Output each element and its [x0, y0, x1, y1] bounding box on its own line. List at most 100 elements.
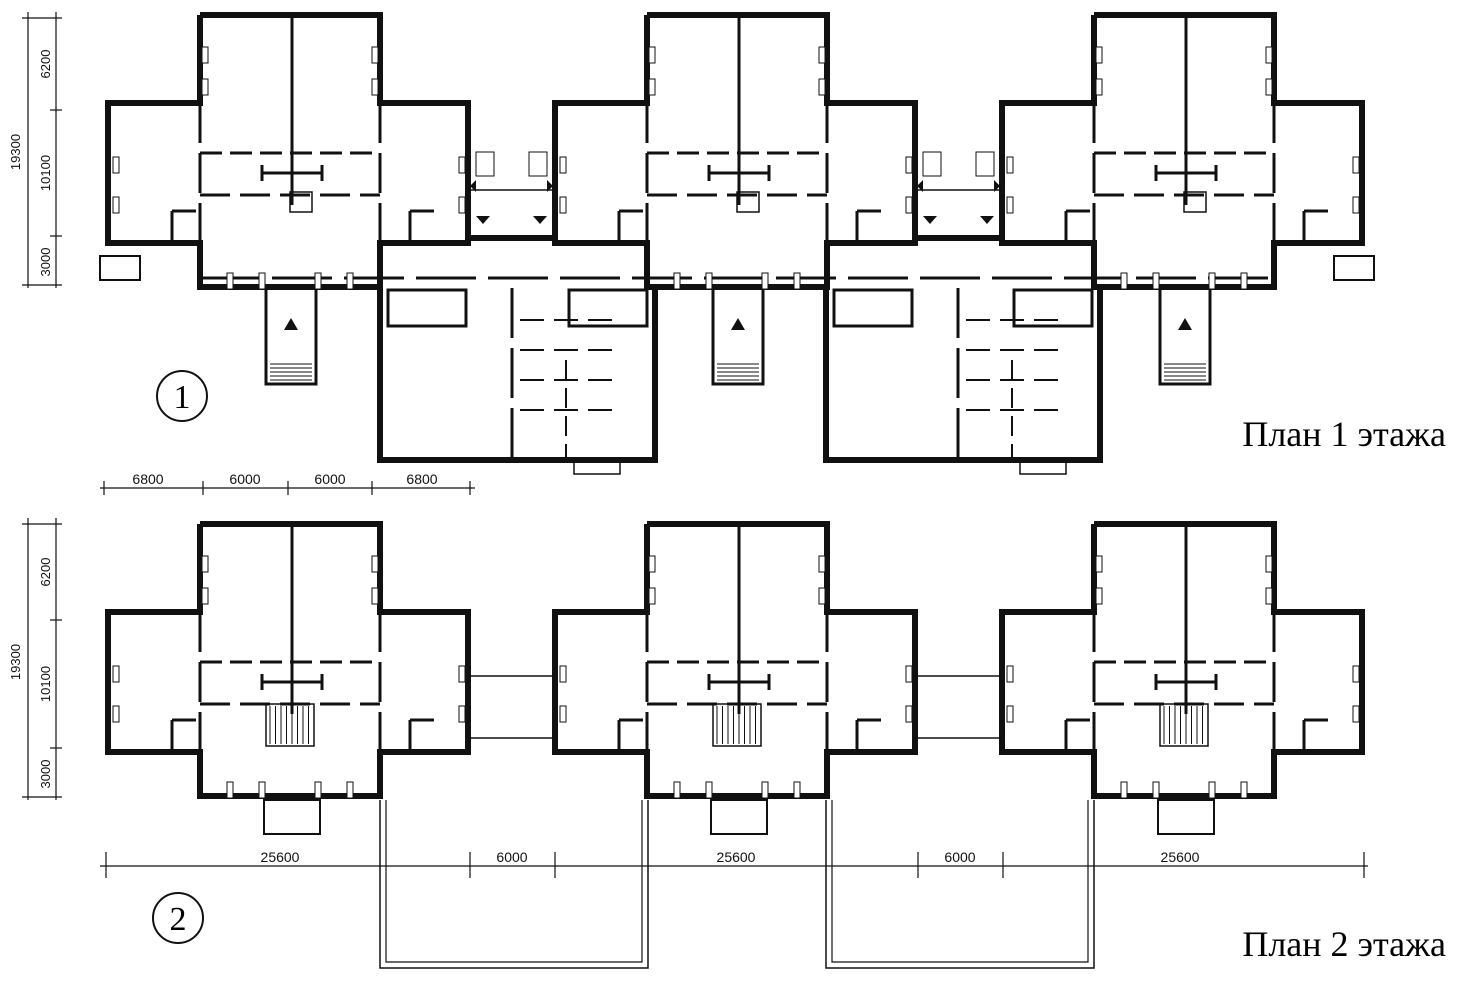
end-steps-right	[1333, 255, 1375, 281]
plan-2-hdim-5: 25600	[1161, 849, 1200, 865]
block-outline-wall	[105, 521, 471, 799]
plan-1-hdim-3: 6000	[314, 471, 345, 487]
plan-2-horizontal-dimension	[100, 852, 1368, 878]
window-mark	[201, 587, 209, 605]
plan-1-vertical-dimension	[22, 12, 62, 288]
service-steps	[1019, 459, 1067, 475]
window-mark	[226, 272, 234, 290]
entrance-porch	[711, 286, 765, 386]
window-mark	[673, 272, 681, 290]
plan-2-vertical-dimension	[22, 518, 62, 800]
window-mark	[648, 587, 656, 605]
window-mark	[905, 196, 913, 214]
plan-2-marker-number: 2	[170, 901, 187, 938]
walkway-inner	[385, 800, 643, 963]
plan-1-floor: 19300 6200 10100 3000 6800 6000 6000 680…	[8, 12, 1446, 495]
plan-1-partitions	[99, 15, 1375, 460]
service-wing-outline	[823, 288, 1103, 463]
plan-1-hdim-4: 6800	[406, 471, 437, 487]
window-mark	[1208, 272, 1216, 290]
window-mark	[705, 272, 713, 290]
plan-2-floor: 19300 6200 10100 3000 25600 6000 25600 6…	[8, 518, 1446, 969]
plan-1-horizontal-dimension	[100, 481, 475, 495]
plan-1-dim-total: 19300	[8, 134, 23, 170]
window-mark	[1265, 587, 1273, 605]
window-mark	[761, 781, 769, 799]
window-mark	[818, 555, 826, 573]
block-outline-wall	[999, 12, 1365, 290]
walkway-outer	[379, 800, 649, 969]
plan-2-marker-circle	[152, 892, 204, 944]
window-mark	[458, 156, 466, 174]
window-mark	[905, 665, 913, 683]
plan-1-hdim-2: 6000	[229, 471, 260, 487]
window-mark	[818, 46, 826, 64]
window-mark	[793, 272, 801, 290]
window-mark	[1240, 781, 1248, 799]
exit-arrow-icon	[923, 216, 937, 224]
plan-2-hdim-3: 25600	[717, 849, 756, 865]
window-mark	[648, 555, 656, 573]
staircase	[1159, 703, 1209, 747]
service-wing-outline	[377, 288, 658, 463]
window-mark	[458, 196, 466, 214]
window-mark	[458, 705, 466, 723]
window-mark	[112, 196, 120, 214]
plan-1-hdim-1: 6800	[132, 471, 163, 487]
window-mark	[905, 705, 913, 723]
window-mark	[1006, 705, 1014, 723]
window-mark	[201, 78, 209, 96]
window-mark	[1240, 272, 1248, 290]
balcony	[710, 799, 768, 835]
window-mark	[1352, 665, 1360, 683]
window-mark	[1152, 781, 1160, 799]
window-mark	[346, 272, 354, 290]
window-mark	[761, 272, 769, 290]
window-mark	[1352, 196, 1360, 214]
staircase	[265, 703, 315, 747]
plan-1-marker-circle	[156, 370, 208, 422]
block-outline-wall	[552, 521, 918, 799]
window-mark	[559, 705, 567, 723]
window-mark	[559, 196, 567, 214]
window-mark	[1095, 555, 1103, 573]
staircase	[712, 703, 762, 747]
window-mark	[314, 272, 322, 290]
service-room	[386, 288, 468, 328]
window-mark	[648, 78, 656, 96]
window-mark	[1152, 272, 1160, 290]
window-mark	[1095, 46, 1103, 64]
window-mark	[1006, 665, 1014, 683]
entry-arrow-icon	[284, 318, 298, 330]
exit-arrow-icon	[994, 180, 1000, 192]
side-steps	[528, 151, 548, 177]
plan-1-marker-number: 1	[174, 379, 191, 416]
plan-1-dim-middle: 10100	[38, 155, 53, 191]
plan-2-details	[112, 555, 1360, 799]
plan-1-dim-bottom: 3000	[38, 248, 53, 277]
window-mark	[818, 587, 826, 605]
window-mark	[1265, 555, 1273, 573]
window-mark	[905, 156, 913, 174]
stair-mark	[289, 191, 313, 213]
window-mark	[648, 46, 656, 64]
window-mark	[705, 781, 713, 799]
service-room	[567, 288, 649, 328]
service-steps	[573, 459, 621, 475]
plan-1-caption: План 1 этажа	[1242, 414, 1446, 454]
window-mark	[1120, 781, 1128, 799]
walkway-outer	[825, 800, 1095, 969]
window-mark	[258, 781, 266, 799]
block-outline-wall	[552, 12, 918, 290]
window-mark	[371, 587, 379, 605]
window-mark	[112, 705, 120, 723]
window-mark	[112, 156, 120, 174]
window-mark	[112, 665, 120, 683]
plan-2-partitions	[170, 524, 1328, 969]
window-mark	[226, 781, 234, 799]
plan-2-dim-total: 19300	[8, 644, 23, 680]
window-mark	[201, 555, 209, 573]
stair-mark	[1183, 191, 1207, 213]
window-mark	[458, 665, 466, 683]
